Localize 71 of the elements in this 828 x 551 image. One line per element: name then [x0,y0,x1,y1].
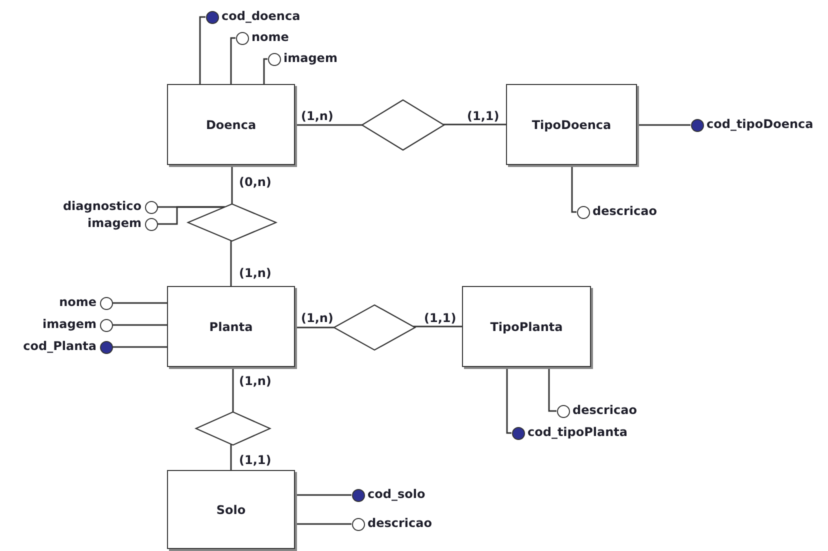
connector-line [571,165,576,213]
cardinality-label: (1,1) [238,454,272,467]
key-attribute-marker [690,118,704,132]
attribute-name: imagem [42,317,96,332]
connector-line [230,444,232,470]
connector-line [231,165,233,204]
attribute-name: descricao [592,204,657,219]
connector-line [295,494,352,496]
attribute-marker [144,200,158,214]
relationship-diamond [334,305,415,350]
cardinality-label: (1,1) [423,312,458,325]
entity-box [167,286,295,367]
attribute-marker [236,32,248,44]
connector-line [263,58,268,84]
connector-line [443,124,506,126]
connector-line [112,324,167,326]
connector-line [506,367,512,434]
attribute-name: cod_solo [368,487,426,502]
key-attribute-marker [100,340,112,354]
key-attribute-marker [206,10,218,24]
attribute-name: cod_doenca [222,9,300,24]
key-attribute-marker [512,426,524,440]
attribute-marker [352,518,364,530]
key-attribute-marker [352,488,364,502]
attribute-marker [100,296,112,310]
connector-line [413,326,462,328]
attribute-name: nome [252,30,289,45]
connector-line [548,367,556,412]
connector-line [199,16,206,84]
attribute-marker [100,318,112,332]
connector-line [112,346,167,348]
attribute-marker [268,52,280,66]
entity-name: TipoPlanta [490,320,563,334]
connector-line [295,124,362,126]
cardinality-label: (1,n) [238,375,272,388]
connector-line [112,302,167,304]
connector-line [295,523,352,525]
connector-line [295,326,334,328]
entity-box [506,84,637,165]
attribute-name: imagem [88,216,142,231]
connector-line [232,367,234,412]
attribute-name: cod_tipoPlanta [528,425,628,440]
attribute-marker [144,218,158,230]
connector-line [158,206,225,225]
entity-name: Planta [209,320,253,334]
attribute-name: nome [59,295,96,310]
entity-box [167,84,295,165]
attribute-name: cod_Planta [23,339,96,354]
attribute-name: diagnostico [62,199,142,214]
cardinality-label: (0,n) [238,176,272,189]
entity-box [462,286,591,367]
entity-name: Doenca [206,118,256,132]
cardinality-label: (1,n) [300,312,334,325]
cardinality-label: (1,n) [238,267,272,280]
entity-name: TipoDoenca [532,118,612,132]
attribute-marker [556,404,570,418]
relationship-diamond [188,204,276,241]
attribute-name: cod_tipoDoenca [706,117,814,132]
connector-line [230,37,236,84]
entity-name: Solo [216,502,246,516]
attribute-marker [576,206,590,218]
relationship-diamond [196,412,270,445]
attribute-name: descricao [368,516,432,531]
cardinality-label: (1,n) [300,110,334,123]
connector-line [230,240,232,286]
cardinality-label: (1,1) [466,110,500,123]
connector-line [637,124,690,126]
attribute-name: imagem [284,51,338,66]
relationship-diamond [362,100,444,150]
attribute-name: descricao [572,403,637,418]
entity-box [167,470,295,549]
